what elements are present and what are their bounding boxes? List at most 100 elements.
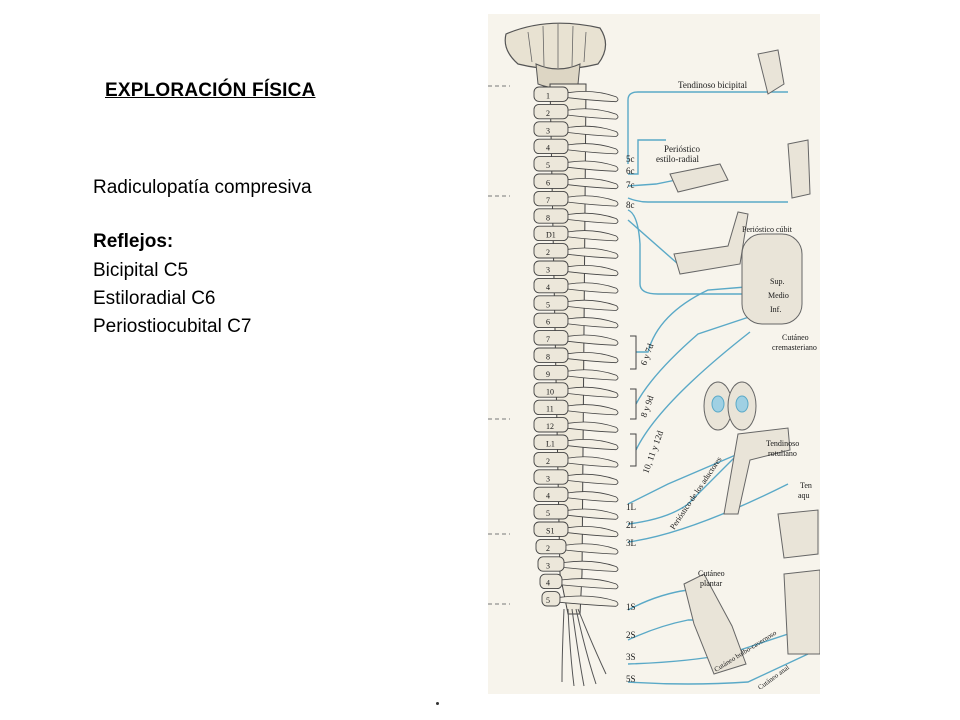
reflex-nerve-path: [627, 197, 788, 203]
rotuliano-label-1: Tendinoso: [766, 439, 799, 448]
vertebra-label: 6: [546, 179, 550, 188]
vertebra: [533, 347, 569, 363]
nerve-root: [567, 404, 619, 416]
vertebra-label: 10: [546, 387, 554, 396]
vertebra-label: 9: [546, 370, 550, 379]
vertebra: [533, 295, 569, 311]
vertebra-label: 4: [546, 492, 550, 501]
reflex-nerve-path: [627, 453, 739, 505]
nerve-root: [567, 143, 619, 155]
reflex-item: Estiloradial C6: [93, 288, 216, 309]
cremaster-label-2: cremasteriano: [772, 343, 817, 352]
root-label: 5S: [626, 674, 636, 684]
nerve-root: [563, 560, 619, 572]
nerve-root: [567, 125, 619, 137]
vertebra-label: D1: [546, 231, 556, 240]
vertebra: [539, 573, 563, 590]
vertebra: [533, 330, 569, 346]
vertebra-label: 3: [546, 126, 550, 135]
vertebra: [541, 591, 561, 607]
page-dot: [436, 702, 439, 705]
nerve-root: [567, 282, 619, 294]
vertebra: [535, 538, 567, 555]
vertebra: [533, 103, 569, 120]
vertebra: [533, 486, 569, 503]
vertebra-label: 3: [546, 474, 550, 483]
nerve-root: [567, 525, 619, 538]
reflex-item: Periostiocubital C7: [93, 316, 252, 337]
nerve-root: [567, 195, 619, 207]
vertebra-label: S1: [546, 527, 554, 536]
estilo-radial-label-1: Perióstico: [664, 144, 700, 154]
reflex-nerve-path: [627, 589, 689, 611]
nerve-root: [567, 456, 619, 468]
vertebra-label: 2: [546, 544, 550, 553]
plantar-label-2: plantar: [700, 579, 723, 588]
aquileo-label-1: Ten: [800, 481, 812, 490]
nerve-root: [567, 108, 619, 120]
vertebra: [533, 121, 569, 137]
nerve-root: [567, 299, 619, 311]
nerve-root: [567, 369, 619, 381]
vertebra-label: 4: [546, 144, 550, 153]
nerve-root: [567, 438, 619, 451]
nerve-root: [567, 230, 619, 242]
vertebra-label: 5: [546, 161, 550, 170]
cremaster-label-1: Cutáneo: [782, 333, 809, 342]
nerve-root: [567, 334, 619, 346]
bicipital-label: Tendinoso bicipital: [678, 80, 748, 90]
vertebra-label: 4: [546, 283, 550, 292]
segment-label: 6 y 7d: [638, 342, 655, 367]
reflexes-heading: Reflejos:: [93, 231, 174, 252]
reflex-nerve-path: [628, 139, 666, 175]
nerve-root: [567, 247, 619, 259]
reflex-item: Bicipital C5: [93, 260, 189, 281]
vertebra-label: 8: [546, 353, 550, 362]
root-label: 3L: [626, 538, 636, 548]
nerve-root: [567, 317, 619, 329]
nerve-root: [565, 543, 619, 555]
vertebra: [533, 86, 569, 102]
vertebra: [533, 451, 569, 468]
nerve-root: [567, 90, 619, 103]
reflex-nerve-path: [627, 453, 739, 525]
reflex-nerve-path: [635, 313, 759, 405]
abd-sup-label: Sup.: [770, 277, 784, 286]
nerve-root: [567, 264, 619, 277]
vertebra: [533, 243, 569, 259]
reflex-nerve-path: [627, 91, 788, 164]
vertebra-label: 11: [546, 405, 554, 414]
anal-label: Cutáneo anal: [756, 664, 790, 692]
vertebra-label: 2: [546, 248, 550, 257]
vertebra-label: 5: [546, 509, 550, 518]
vertebra-label: 5: [546, 300, 550, 309]
reflex-nerve-path: [627, 209, 760, 295]
root-label: 1S: [626, 602, 636, 612]
estilo-radial-label-2: estilo-radial: [656, 154, 699, 164]
rotuliano-label-2: rotuliano: [768, 449, 797, 458]
nerve-root: [567, 386, 619, 398]
vertebra-label: L1: [546, 440, 555, 449]
aductores-label: Perióstico de los aductores: [668, 455, 723, 531]
root-label: 8c: [626, 200, 635, 210]
vertebra-label: 7: [546, 335, 550, 344]
nerve-root: [559, 595, 619, 607]
nerve-root: [567, 508, 619, 520]
reflex-nerve-path: [627, 653, 809, 685]
root-label: 1L: [626, 502, 636, 512]
reflex-nerve-path: [635, 331, 751, 451]
vertebra: [533, 208, 569, 224]
vertebra: [533, 156, 569, 172]
vertebra-label: 3: [546, 266, 550, 275]
cubital-label: Perióstico cúbit: [742, 225, 793, 234]
condition-text: Radiculopatía compresiva: [93, 177, 312, 198]
vertebra: [533, 173, 569, 189]
nerve-root: [567, 421, 619, 433]
root-label: 3S: [626, 652, 636, 662]
root-label: 2S: [626, 630, 636, 640]
nerve-root: [567, 160, 619, 172]
reflex-nerve-path: [627, 619, 720, 641]
nerve-root: [567, 212, 619, 224]
vertebra-label: 2: [546, 457, 550, 466]
